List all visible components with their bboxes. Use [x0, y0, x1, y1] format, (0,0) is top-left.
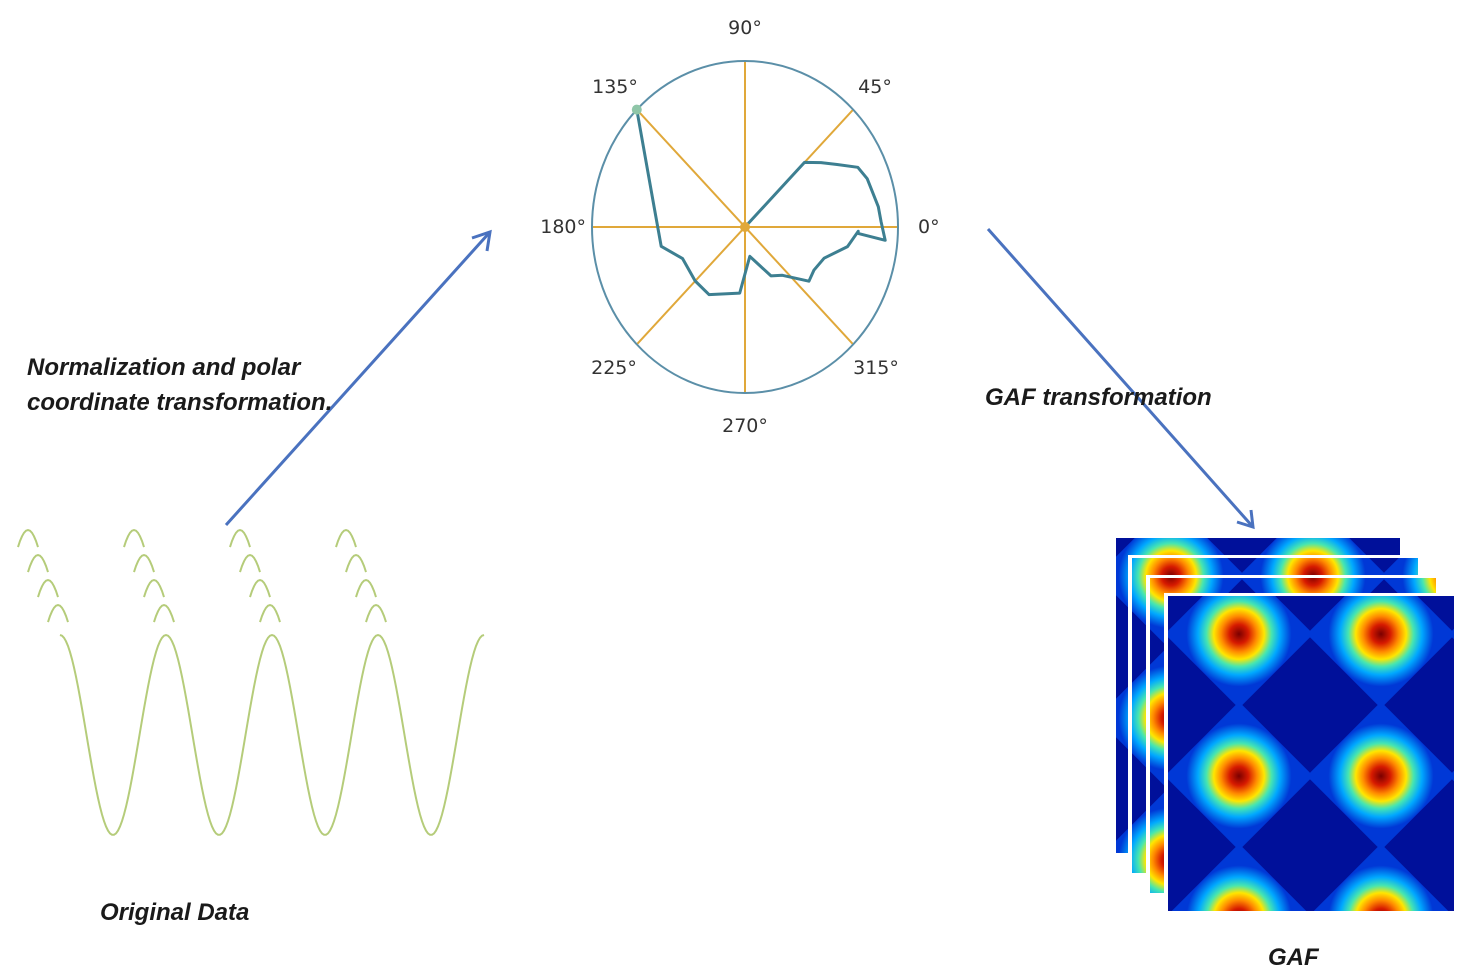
gaf-image-stack	[1112, 535, 1458, 915]
sine-wave-layer-1	[17, 528, 357, 548]
gaf-label: GAF	[1268, 944, 1320, 971]
angle-label-180: 180°	[540, 216, 586, 238]
polar-center-dot	[740, 222, 750, 232]
angle-label-225: 225°	[591, 357, 637, 379]
arrow-to-polar	[224, 230, 492, 527]
angle-label-270: 270°	[722, 415, 768, 437]
polar-circle	[591, 60, 899, 394]
sine-wave-layer-5	[59, 633, 485, 836]
arrows	[224, 228, 1255, 530]
angle-label-45: 45°	[858, 76, 892, 98]
angle-label-135: 135°	[592, 76, 638, 98]
arrow-to-polar-head	[471, 229, 492, 252]
polar-plot: 90° 45° 135° 0° 180° 225° 315° 270°	[540, 17, 939, 437]
angle-label-0: 0°	[918, 216, 940, 238]
normalization-label-line2: coordinate transformation.	[27, 389, 332, 416]
sine-wave-layer-2	[27, 553, 367, 573]
arrow-to-gaf-head	[1236, 509, 1255, 530]
angle-label-315: 315°	[853, 357, 899, 379]
sine-wave-layer-3	[37, 578, 377, 598]
normalization-label-line1: Normalization and polar	[27, 354, 302, 381]
angle-label-90: 90°	[728, 17, 762, 39]
arrow-to-gaf	[986, 228, 1255, 528]
polar-trace	[635, 109, 887, 297]
sine-wave-layer-4	[47, 603, 387, 623]
original-data-waves	[17, 528, 485, 836]
original-data-label: Original Data	[100, 899, 249, 926]
gaf-transformation-label: GAF transformation	[985, 384, 1212, 411]
gaf-image-4	[1168, 596, 1454, 911]
polar-start-dot	[631, 104, 642, 115]
